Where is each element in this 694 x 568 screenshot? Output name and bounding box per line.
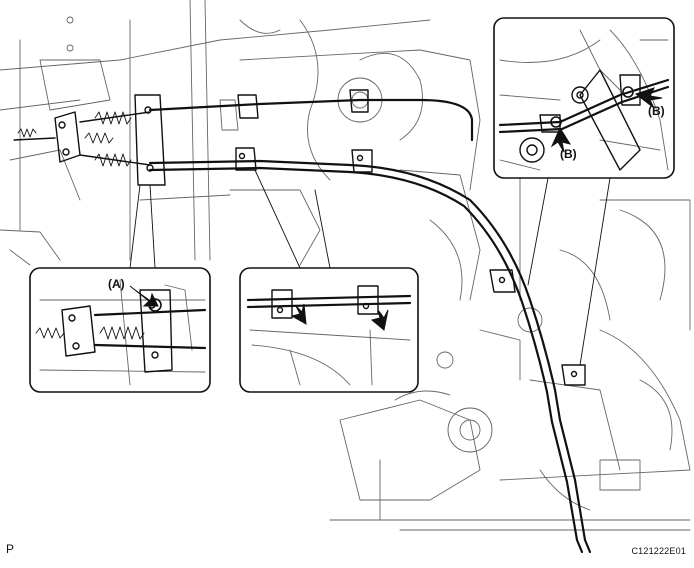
equalizer-assembly (13, 111, 151, 166)
spring-icon (17, 111, 132, 167)
inset-clamps (239, 267, 419, 393)
leader-lines (129, 169, 611, 366)
cable-clamp-icon (235, 89, 586, 386)
figure-code: C121222E01 (631, 546, 686, 556)
arrow-icon (290, 303, 389, 331)
callout-label-b-upper: (B) (648, 104, 665, 118)
inset-a: (A) (29, 267, 211, 393)
callout-label-b-lower: (B) (560, 147, 577, 161)
inset-b: (B) (B) (493, 17, 675, 179)
callout-label-a: (A) (108, 277, 125, 291)
arrow-icon (550, 87, 663, 153)
parking-brake-cable (148, 98, 592, 554)
page-letter: P (6, 542, 15, 556)
